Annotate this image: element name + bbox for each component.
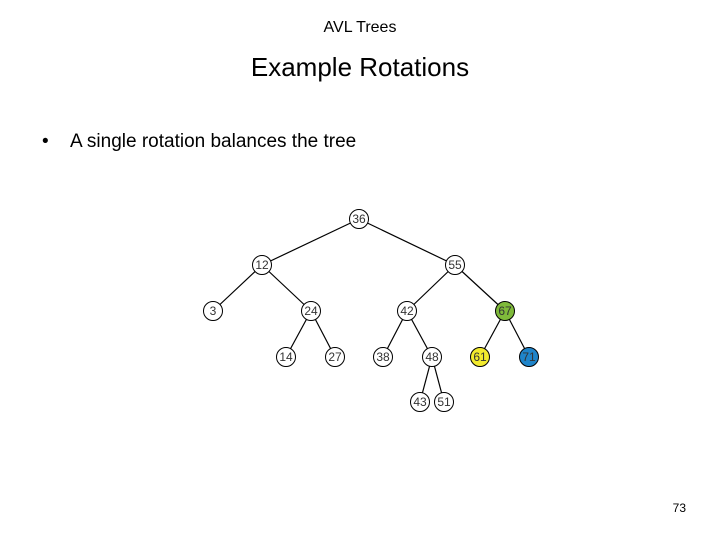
tree-node-label: 71 [522, 350, 536, 364]
tree-node-label: 14 [279, 350, 293, 364]
tree-nodes: 36 12 55 3 24 42 67 14 27 38 48 61 71 43 51 [203, 209, 539, 412]
tree-node-circle [470, 347, 490, 367]
tree-edge-36-55 [358, 218, 456, 266]
tree-node-label: 12 [255, 258, 269, 272]
tree-node-label: 48 [425, 350, 439, 364]
tree-node-circle [495, 301, 515, 321]
tree-node-circle [276, 347, 296, 367]
tree-node-circle [434, 392, 454, 412]
tree-node-circle [445, 255, 465, 275]
tree-node-3: 3 [203, 301, 223, 321]
tree-node-label: 38 [376, 350, 390, 364]
tree-node-label: 27 [328, 350, 342, 364]
tree-node-12: 12 [252, 255, 272, 275]
tree-node-circle [397, 301, 417, 321]
page-number: 73 [672, 501, 686, 515]
tree-node-55: 55 [445, 255, 465, 275]
tree-node-71: 71 [519, 347, 539, 367]
tree-node-38: 38 [373, 347, 393, 367]
tree-node-24: 24 [301, 301, 321, 321]
tree-node-label: 55 [448, 258, 462, 272]
tree-node-36: 36 [349, 209, 369, 229]
tree-node-circle [422, 347, 442, 367]
bullet-item: • A single rotation balances the tree [42, 131, 356, 153]
tree-node-circle [325, 347, 345, 367]
tree-node-label: 42 [400, 304, 414, 318]
tree-edge-55-67 [454, 264, 506, 312]
tree-edge-36-12 [261, 218, 360, 266]
tree-node-27: 27 [325, 347, 345, 367]
tree-node-label: 3 [210, 304, 217, 318]
tree-node-51: 51 [434, 392, 454, 412]
tree-edges [212, 218, 530, 403]
tree-node-42: 42 [397, 301, 417, 321]
tree-node-circle [301, 301, 321, 321]
tree-node-circle [252, 255, 272, 275]
tree-node-48: 48 [422, 347, 442, 367]
tree-node-43: 43 [410, 392, 430, 412]
tree-node-circle [349, 209, 369, 229]
header-title: AVL Trees [323, 19, 397, 36]
tree-node-14: 14 [276, 347, 296, 367]
bullet-dot: • [42, 131, 49, 152]
tree-edge-12-24 [261, 264, 312, 312]
tree-edge-12-3 [212, 264, 263, 312]
tree-node-label: 36 [352, 212, 366, 226]
tree-edge-55-42 [406, 264, 456, 312]
tree-node-67: 67 [495, 301, 515, 321]
tree-node-61: 61 [470, 347, 490, 367]
tree-node-circle [410, 392, 430, 412]
tree-node-label: 67 [498, 304, 512, 318]
bullet-text: A single rotation balances the tree [70, 131, 357, 152]
tree-node-circle [373, 347, 393, 367]
tree-node-circle [519, 347, 539, 367]
tree-node-label: 51 [437, 395, 451, 409]
tree-node-label: 24 [304, 304, 318, 318]
tree-node-circle [203, 301, 223, 321]
tree-node-label: 61 [473, 350, 487, 364]
slide-title: Example Rotations [250, 52, 470, 82]
tree-node-label: 43 [413, 395, 427, 409]
